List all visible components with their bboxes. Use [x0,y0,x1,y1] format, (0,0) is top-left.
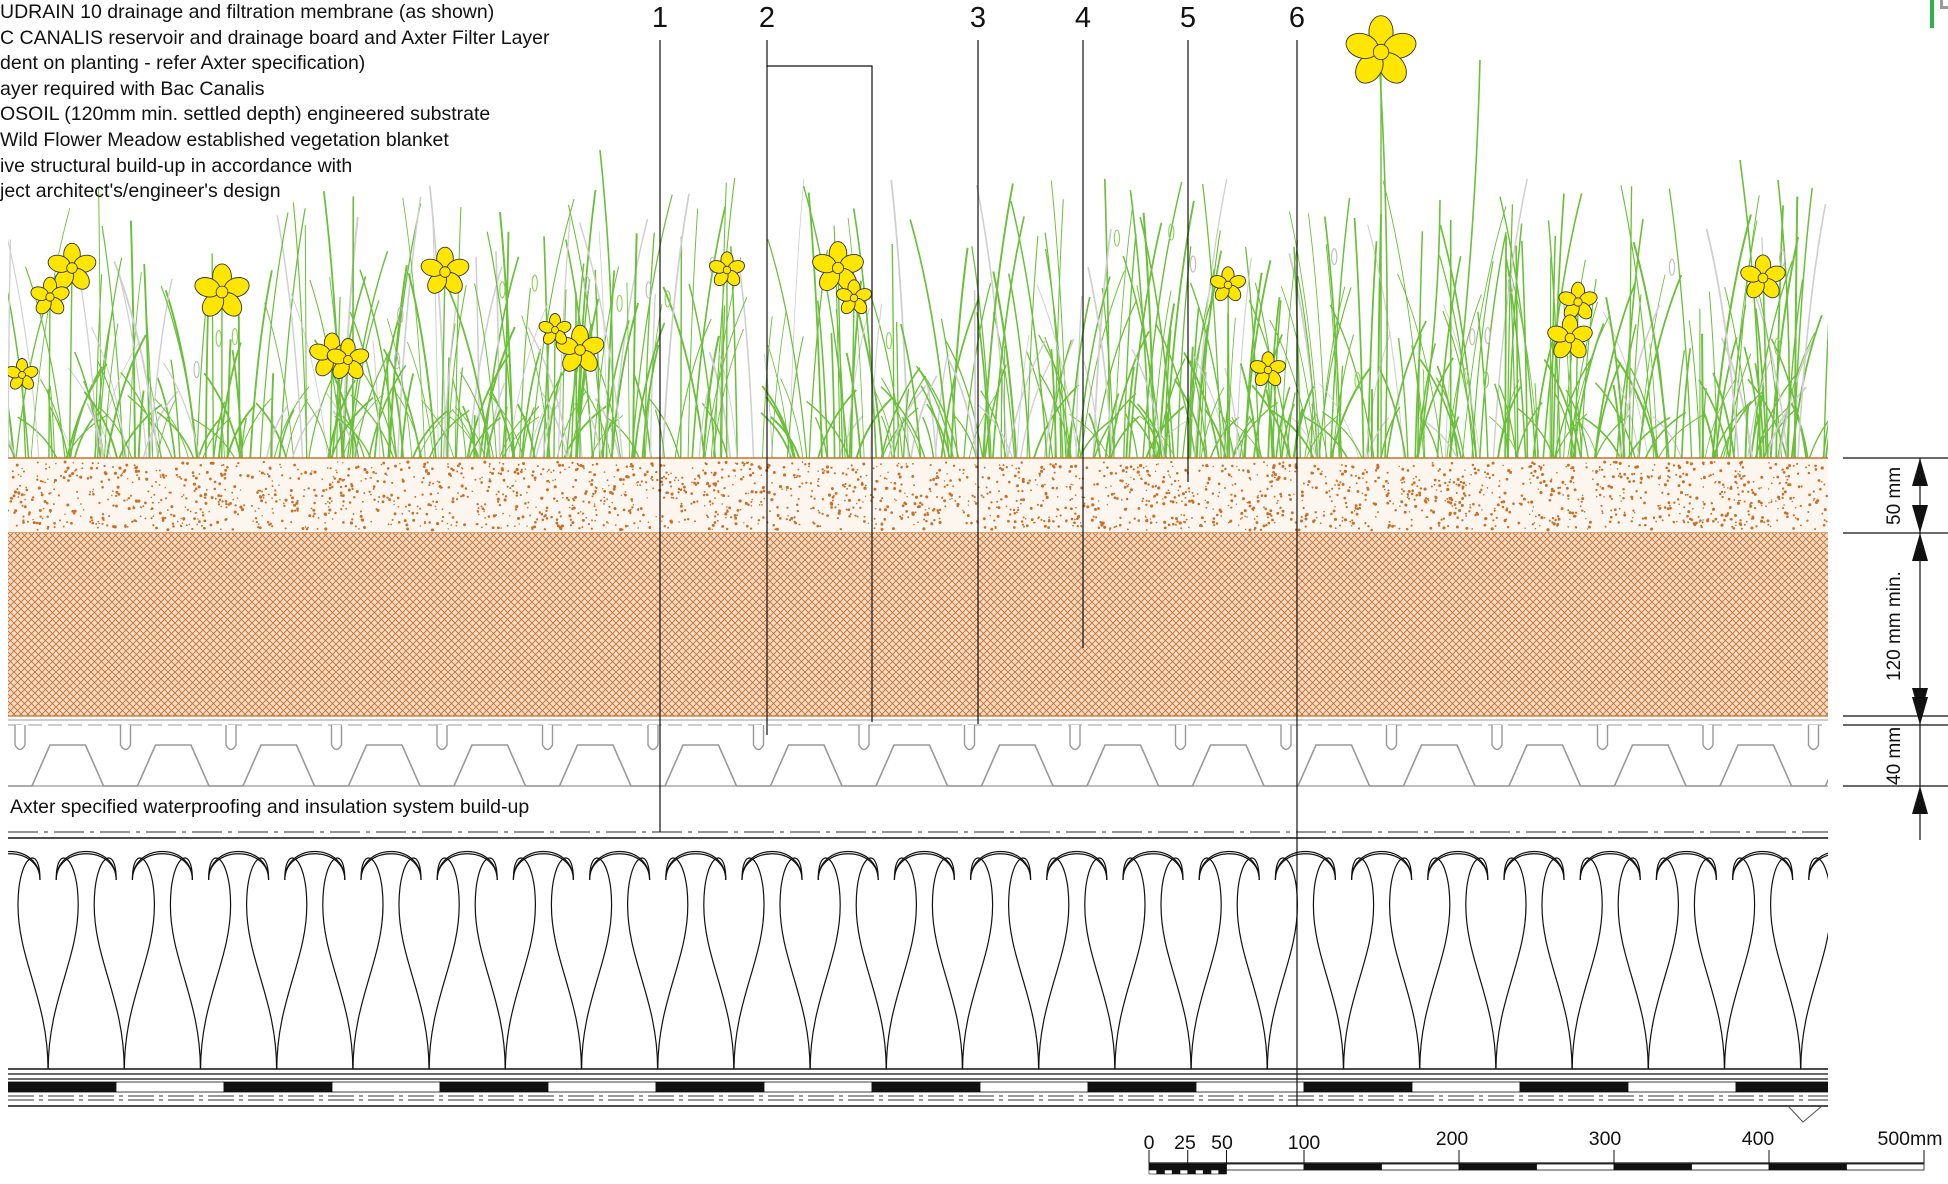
break-mark [1787,1105,1823,1123]
callout-5: 5 [1179,2,1197,34]
brand-logo-fragment [1926,0,1948,30]
callout-6: 6 [1288,2,1306,34]
note-line: OSOIL (120mm min. settled depth) enginee… [0,103,491,126]
scale-label: 300 [1588,1128,1622,1150]
callout-2: 2 [758,2,776,34]
scale-label: 500mm [1877,1128,1943,1150]
note-line: dent on planting - refer Axter specifica… [0,52,366,75]
scale-bar [1148,1150,1925,1175]
drainage-board-cups [8,725,1828,787]
callout-1: 1 [651,2,669,34]
callout-4: 4 [1074,2,1092,34]
note-line: ject architect's/engineer's design [0,180,281,203]
note-line: Wild Flower Meadow established vegetatio… [0,128,449,151]
deck-layer [8,1081,1828,1093]
scale-label: 50 [1211,1132,1233,1154]
callout-3: 3 [969,2,987,34]
dimension-drainage: 40 mm [1884,726,1905,785]
note-line: C CANALIS reservoir and drainage board a… [0,26,550,49]
insulation-layer [8,850,1828,1070]
scale-label: 400 [1741,1128,1775,1150]
sand-layer-texture [8,460,1828,532]
scale-label: 200 [1435,1128,1469,1150]
sand-layer [8,458,1828,533]
drainage-board [8,744,1828,787]
waterproofing-label: Axter specified waterproofing and insula… [10,796,530,818]
note-line: ayer required with Bac Canalis [0,77,265,100]
scale-label: 25 [1174,1132,1196,1154]
substrate-layer [8,533,1828,716]
dimension-arrows [1912,458,1928,814]
specification-notes: UDRAIN 10 drainage and filtration membra… [0,0,620,205]
dimension-substrate: 120 mm min. [1884,571,1905,681]
dimension-top-layer: 50 mm [1884,466,1905,525]
vegetation-blanket [8,15,1828,459]
scale-label: 100 [1287,1132,1321,1154]
callout-leaders [659,40,1298,1106]
note-line: UDRAIN 10 drainage and filtration membra… [0,1,495,23]
leader-2 [766,40,873,722]
scale-label: 0 [1143,1132,1155,1154]
note-line: ive structural build-up in accordance wi… [0,154,353,177]
